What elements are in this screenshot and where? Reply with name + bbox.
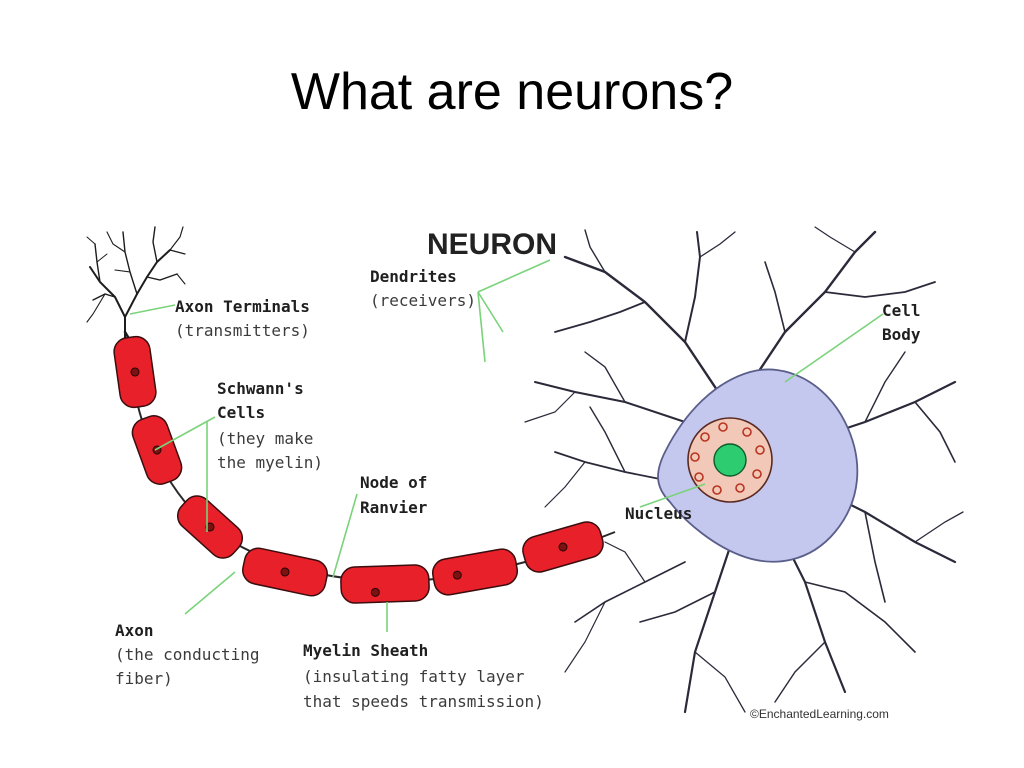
neuron-diagram: NEURON Dendrites (receivers) Axon Termin… [86, 226, 964, 721]
node-of-ranvier-label-line2: Ranvier [360, 498, 427, 517]
axon-note-line2: fiber) [115, 669, 173, 688]
dendrites-illustration [524, 226, 964, 714]
myelin-sheath-note-line1: (insulating fatty layer [303, 667, 525, 686]
axon-terminals-label: Axon Terminals [175, 297, 310, 316]
axon-label: Axon [115, 621, 154, 640]
nucleus-label: Nucleus [625, 504, 692, 523]
myelin-segment [522, 521, 604, 573]
myelin-sheath-label: Myelin Sheath [303, 641, 428, 660]
axon-terminals-note: (transmitters) [175, 321, 310, 340]
slide-title: What are neurons? [290, 63, 734, 121]
node-of-ranvier-label-line1: Node of [360, 473, 427, 492]
myelin-segment [113, 335, 157, 409]
axon-terminals-illustration [86, 226, 186, 344]
myelin-segment [176, 495, 244, 559]
credit-text: ©EnchantedLearning.com [750, 707, 889, 721]
schwann-cells-label-line1: Schwann's [217, 379, 304, 398]
schwann-cells-note-line2: the myelin) [217, 453, 323, 472]
dendrites-label: Dendrites [370, 267, 457, 286]
nucleus-illustration [687, 417, 773, 503]
neuron-heading: NEURON [427, 228, 557, 261]
schwann-cells-label-line2: Cells [217, 403, 265, 422]
label-pointers [129, 259, 884, 632]
axon-note-line1: (the conducting [115, 645, 260, 664]
schwann-cells-note-line1: (they make [217, 429, 313, 448]
myelin-segment [131, 415, 183, 485]
myelin-segment [431, 548, 519, 596]
dendrites-note: (receivers) [370, 291, 476, 310]
cell-body-label-line2: Body [882, 325, 921, 344]
myelin-sheath-note-line2: that speeds transmission) [303, 692, 544, 711]
myelin-segment [340, 564, 430, 604]
myelin-segment [242, 547, 328, 597]
cell-body-label-line1: Cell [882, 301, 921, 320]
axon-illustration [113, 335, 616, 604]
